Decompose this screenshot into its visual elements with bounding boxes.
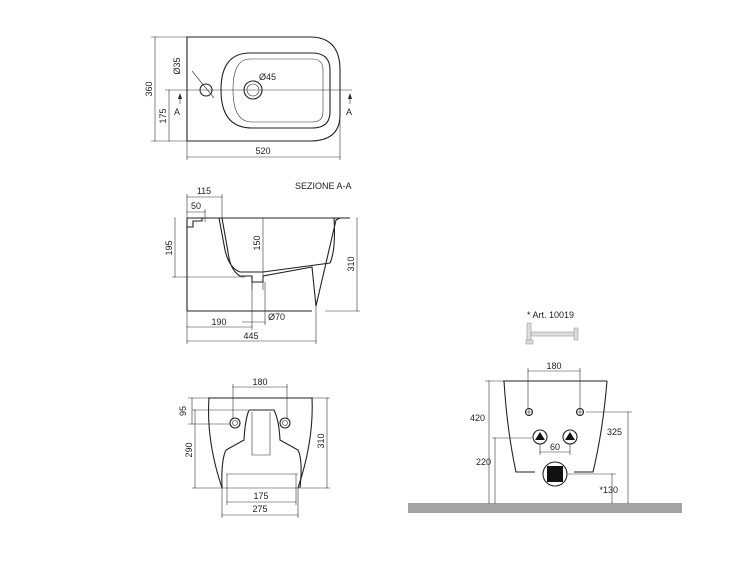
dim-190: 190: [211, 317, 226, 327]
dim-width: 360: [144, 81, 154, 96]
top-view: A A 360 175 Ø35 Ø45 520: [144, 36, 352, 160]
floor: [408, 503, 682, 513]
dim-180: 180: [252, 377, 267, 387]
dim-290: 290: [184, 442, 194, 457]
dim-95: 95: [178, 406, 188, 416]
dim-axis: 175: [158, 108, 168, 123]
bowl-outer-rim: [220, 52, 331, 129]
siphon-icon: [525, 322, 579, 345]
dim-325: 325: [607, 427, 622, 437]
dim-195: 195: [164, 240, 174, 255]
dim-220: 220: [476, 457, 491, 467]
section-mark-right: A: [346, 107, 352, 117]
dim-445: 445: [243, 331, 258, 341]
dim-tap-hole: Ø35: [172, 57, 182, 74]
dim-180-install: 180: [546, 361, 561, 371]
dim-50: 50: [191, 201, 201, 211]
dim-60: 60: [550, 442, 560, 452]
dim-310: 310: [346, 256, 356, 271]
accessory-label: * Art. 10019: [527, 310, 574, 320]
bowl-inner-rim: [232, 58, 324, 123]
dim-length: 520: [255, 146, 270, 156]
dim-310-rear: 310: [316, 433, 326, 448]
section-view: SEZIONE A-A 115 50 195 150 310 190 Ø70 4…: [164, 181, 360, 344]
install-view: * Art. 10019 180 420 325 60 220 *130: [408, 310, 682, 513]
section-mark-left: A: [174, 107, 180, 117]
dim-175: 175: [253, 491, 268, 501]
dim-150: 150: [252, 235, 262, 250]
dim-drain: Ø45: [259, 72, 276, 82]
dim-130: *130: [599, 485, 618, 495]
rear-view: 180 95 290 310 175 275: [178, 377, 330, 518]
dim-115: 115: [197, 186, 211, 196]
section-title: SEZIONE A-A: [295, 181, 352, 191]
bidet-outline-top: [186, 36, 341, 142]
dim-drain-70: Ø70: [268, 312, 285, 322]
section-outline: [186, 218, 312, 312]
dim-275: 275: [252, 504, 267, 514]
dim-420: 420: [470, 413, 485, 423]
